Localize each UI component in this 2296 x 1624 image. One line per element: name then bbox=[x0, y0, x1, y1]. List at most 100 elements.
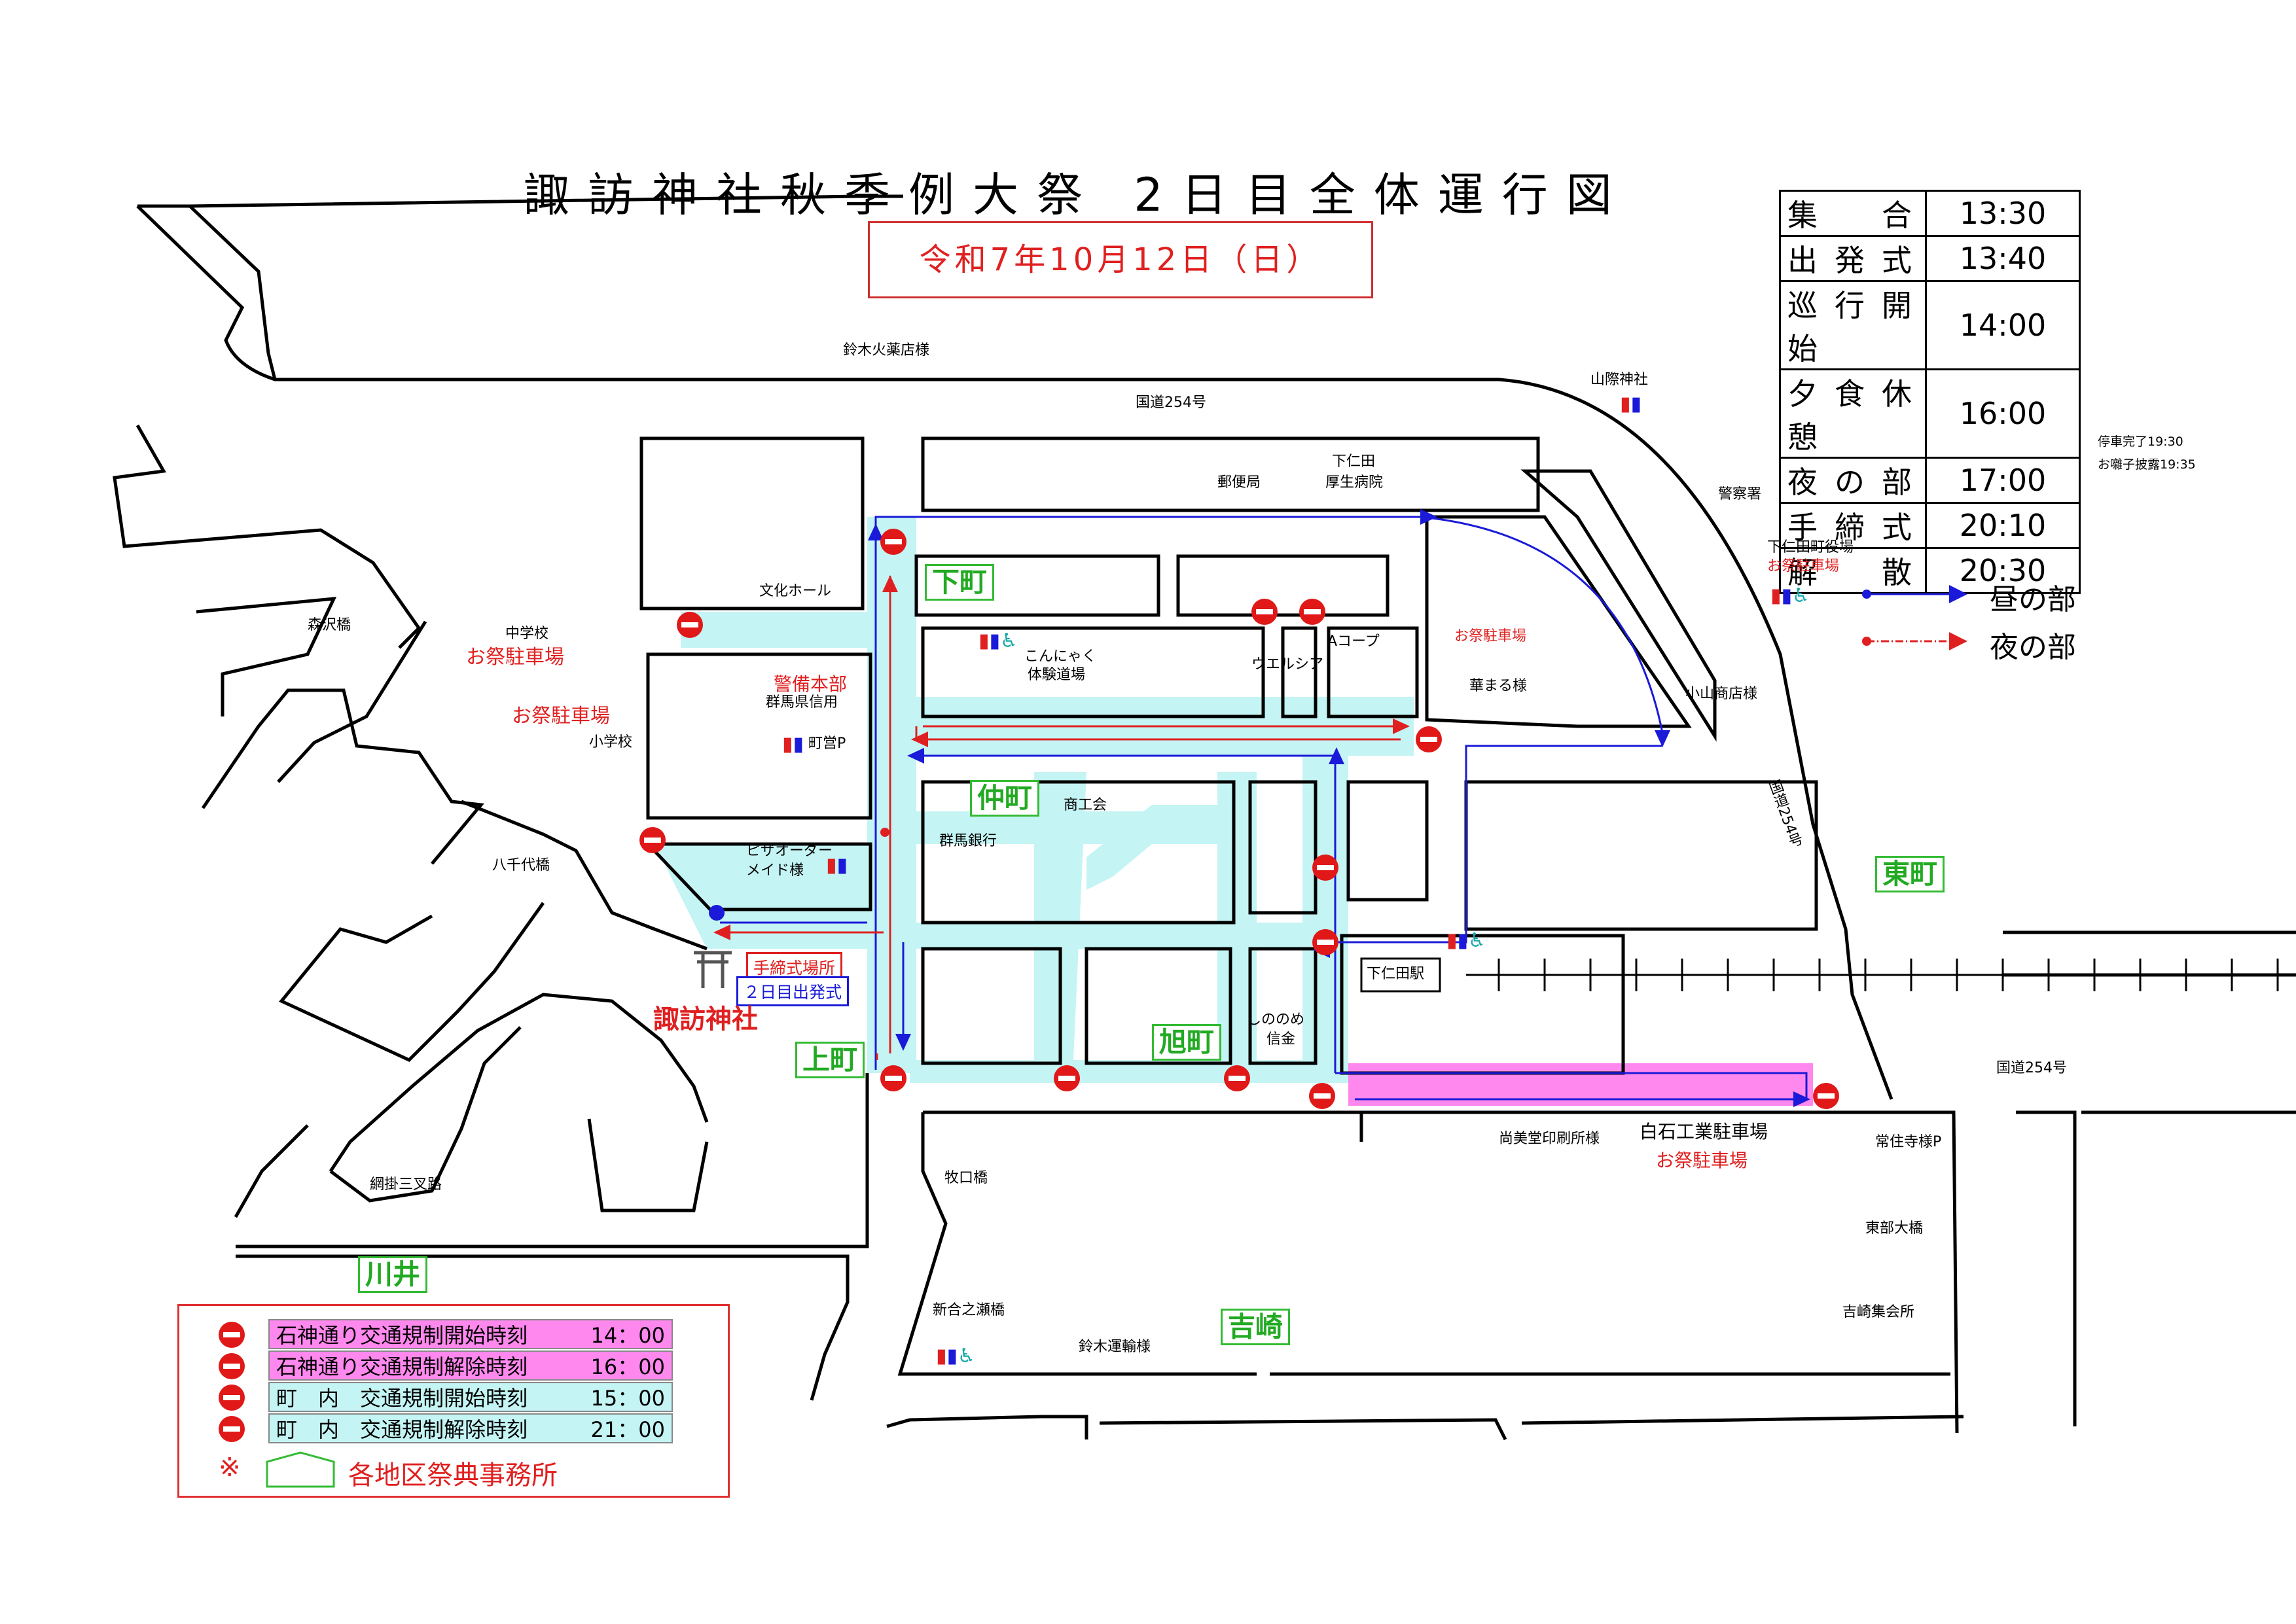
landmark-label: 八千代橋 bbox=[492, 857, 550, 874]
landmark-label: 山際神社 bbox=[1590, 372, 1649, 388]
landmark-label: 群馬県信用 bbox=[766, 694, 838, 711]
road-label: 国道254号 bbox=[1136, 395, 1206, 411]
landmark-label: 下仁田町役場 bbox=[1767, 539, 1854, 556]
landmark-label: 郵便局 bbox=[1217, 474, 1261, 491]
parking-label: お祭駐車場 bbox=[512, 705, 610, 728]
no-entry-sign bbox=[1813, 1083, 1839, 1109]
landmark-label: こんにゃく bbox=[1024, 648, 1097, 665]
landmark-label: 華まる様 bbox=[1469, 678, 1528, 694]
parking-label: お祭駐車場 bbox=[1454, 628, 1527, 644]
no-entry-sign bbox=[880, 1065, 906, 1091]
district-nakamachi: 仲町 bbox=[970, 780, 1040, 817]
station-label: 下仁田駅 bbox=[1367, 966, 1425, 982]
landmark-label: ウエルシア bbox=[1251, 656, 1324, 673]
page-title: 諏訪神社秋季例大祭 2日目全体運行図 bbox=[524, 168, 1630, 222]
road-label: 国道254号 bbox=[1996, 1060, 2067, 1076]
district-kamimachi: 上町 bbox=[795, 1042, 865, 1079]
departure-ceremony-label: ２日目出発式 bbox=[736, 976, 850, 1006]
no-entry-sign bbox=[1251, 599, 1278, 625]
restroom-icon: ▮▮ bbox=[1620, 393, 1642, 415]
night-route-arrowheads bbox=[713, 575, 1410, 940]
landmark-label: 吉崎集会所 bbox=[1842, 1304, 1915, 1320]
no-entry-icon bbox=[219, 1322, 245, 1348]
road-network bbox=[113, 194, 2296, 1441]
parking-label: お祭駐車場 bbox=[1656, 1150, 1748, 1171]
no-entry-sign bbox=[1309, 1083, 1335, 1109]
landmark-label: 中学校 bbox=[505, 626, 549, 642]
landmark-label: 鈴木運輸様 bbox=[1079, 1339, 1151, 1355]
note-mark: ※ bbox=[219, 1453, 241, 1483]
landmark-label: 群馬銀行 bbox=[939, 833, 997, 849]
no-entry-sign bbox=[1416, 726, 1442, 752]
hq-label: 警備本部 bbox=[774, 673, 848, 695]
landmark-label: 尚美堂印刷所様 bbox=[1499, 1131, 1600, 1147]
no-entry-sign bbox=[1054, 1065, 1080, 1091]
landmark-label: メイド様 bbox=[746, 862, 804, 879]
start-point-marker bbox=[709, 905, 725, 921]
no-entry-sign bbox=[1312, 929, 1338, 955]
schedule-note: 停車完了19:30 bbox=[2098, 434, 2183, 449]
suwa-shrine-label: 諏訪神社 bbox=[653, 1004, 758, 1034]
no-entry-sign bbox=[880, 529, 906, 555]
district-office-icon bbox=[266, 1451, 335, 1488]
district-higashimachi: 東町 bbox=[1875, 856, 1945, 893]
restroom-accessible-icon: ▮▮♿ bbox=[1446, 929, 1486, 952]
landmark-label: 下仁田 bbox=[1332, 453, 1376, 470]
restroom-icon: ▮▮ bbox=[826, 854, 848, 877]
restroom-accessible-icon: ▮▮♿ bbox=[1770, 584, 1810, 607]
restroom-accessible-icon: ▮▮♿ bbox=[978, 629, 1018, 652]
day-legend-label: 昼の部 bbox=[1990, 583, 2076, 616]
night-legend-label: 夜の部 bbox=[1990, 631, 2076, 664]
landmark-label: 常住寺様P bbox=[1875, 1134, 1942, 1150]
district-shimomachi: 下町 bbox=[925, 564, 995, 601]
landmark-label: ピザオーダー bbox=[746, 843, 833, 859]
restroom-icon: ▮▮ bbox=[782, 733, 804, 756]
day-route bbox=[720, 516, 1808, 1101]
landmark-label: しののめ bbox=[1247, 1012, 1305, 1028]
no-entry-sign bbox=[1299, 599, 1325, 625]
landmark-label: Aコープ bbox=[1327, 633, 1380, 650]
no-entry-icon bbox=[219, 1385, 245, 1411]
landmark-label: 小山商店様 bbox=[1685, 686, 1758, 702]
landmark-label: 白石工業駐車場 bbox=[1640, 1121, 1768, 1142]
district-office-note: 各地区祭典事務所 bbox=[348, 1460, 558, 1491]
no-entry-icon bbox=[219, 1353, 245, 1379]
no-entry-sign bbox=[1312, 855, 1338, 881]
landmark-label: 体験道場 bbox=[1028, 667, 1086, 683]
landmark-label: 文化ホール bbox=[759, 583, 832, 599]
landmark-label: 森沢橋 bbox=[308, 617, 351, 633]
landmark-label: 東部大橋 bbox=[1865, 1220, 1924, 1237]
no-entry-sign bbox=[677, 612, 703, 638]
landmark-label: 小学校 bbox=[589, 734, 633, 750]
parking-label: お祭駐車場 bbox=[466, 646, 564, 669]
landmark-label: 牧口橋 bbox=[944, 1170, 988, 1186]
restroom-accessible-icon: ▮▮♿ bbox=[936, 1345, 975, 1368]
district-kawai: 川井 bbox=[358, 1256, 428, 1294]
parking-label: お祭駐車場 bbox=[1767, 558, 1840, 574]
landmark-label: 商工会 bbox=[1064, 797, 1107, 813]
district-asahimachi: 旭町 bbox=[1152, 1024, 1222, 1061]
landmark-label: 鈴木火薬店様 bbox=[843, 342, 930, 359]
no-entry-sign bbox=[1224, 1065, 1250, 1091]
no-entry-sign bbox=[639, 827, 666, 853]
landmark-label: 警察署 bbox=[1718, 486, 1762, 503]
landmark-label: 町営P bbox=[808, 735, 846, 752]
landmark-label: 新合之瀬橋 bbox=[933, 1302, 1005, 1318]
landmark-label: 網掛三叉路 bbox=[370, 1176, 442, 1193]
event-date: 令和7年10月12日（日） bbox=[868, 221, 1373, 298]
schedule-note: お囃子披露19:35 bbox=[2098, 457, 2196, 472]
